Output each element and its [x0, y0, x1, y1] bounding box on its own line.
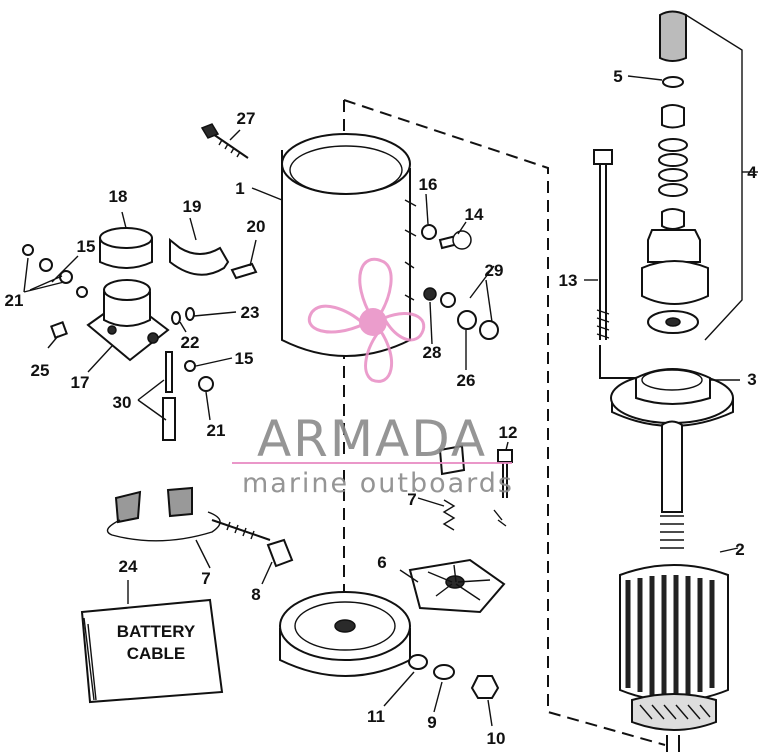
through-bolt-13	[593, 149, 636, 379]
brush-plate-6	[408, 558, 506, 614]
callout-26: 26	[457, 371, 476, 390]
callout-21-upper: 21	[5, 291, 24, 310]
leader-lines	[23, 75, 758, 727]
callout-17: 17	[71, 373, 90, 392]
solenoid-17	[86, 279, 170, 362]
brush-holder-18	[99, 227, 153, 269]
battery-label-line2: CABLE	[127, 644, 186, 663]
callout-29: 29	[485, 261, 504, 280]
callout-numbers: 1 2 3 4 5 6 7 7 8 9 10 11 12 13 14 15 15…	[5, 67, 758, 748]
armature-2	[619, 420, 729, 752]
callout-23: 23	[241, 303, 260, 322]
bolt-27	[200, 123, 249, 159]
callout-20: 20	[247, 217, 266, 236]
bracket-8	[266, 538, 294, 568]
propeller-logo-icon	[308, 257, 426, 383]
callout-1: 1	[235, 179, 244, 198]
callout-7-cable: 7	[201, 569, 210, 588]
end-cap-3	[610, 368, 734, 427]
callout-5: 5	[613, 67, 622, 86]
brush-spring-7	[438, 444, 466, 531]
callout-24: 24	[119, 557, 138, 576]
callout-4: 4	[747, 163, 757, 182]
callout-21-lower: 21	[207, 421, 226, 440]
end-housing	[279, 591, 411, 677]
callout-3: 3	[747, 370, 756, 389]
callout-28: 28	[423, 343, 442, 362]
motor-housing	[281, 133, 417, 357]
terminal-30	[162, 351, 176, 441]
watermark-title: ARMADA	[257, 410, 487, 468]
callout-15-lower: 15	[235, 349, 254, 368]
callout-10: 10	[487, 729, 506, 748]
callout-15-upper: 15	[77, 237, 96, 256]
clamp-19	[169, 237, 230, 276]
battery-cable-package: BATTERY CABLE	[80, 598, 224, 704]
watermark-subtitle: marine outboards	[242, 468, 514, 499]
callout-25: 25	[31, 361, 50, 380]
screw-12	[493, 449, 513, 527]
callout-12: 12	[499, 423, 518, 442]
callout-14: 14	[465, 205, 484, 224]
drive-assembly	[641, 10, 743, 341]
callout-18: 18	[109, 187, 128, 206]
callout-11: 11	[367, 707, 385, 726]
callout-30: 30	[113, 393, 132, 412]
callout-8: 8	[251, 585, 260, 604]
callout-22: 22	[181, 333, 200, 352]
hardware-9-10-11	[408, 654, 500, 699]
callout-13: 13	[559, 271, 578, 290]
brush-cable-7	[106, 486, 271, 542]
battery-label-line1: BATTERY	[117, 622, 196, 641]
callout-7-spring: 7	[407, 490, 416, 509]
small-hardware	[22, 224, 499, 392]
callout-16: 16	[419, 175, 438, 194]
callout-27: 27	[237, 109, 256, 128]
callout-6: 6	[377, 553, 386, 572]
armada-watermark: ARMADA marine outboards	[232, 257, 514, 499]
callout-9: 9	[427, 713, 436, 732]
callout-2: 2	[735, 540, 744, 559]
callout-19: 19	[183, 197, 202, 216]
